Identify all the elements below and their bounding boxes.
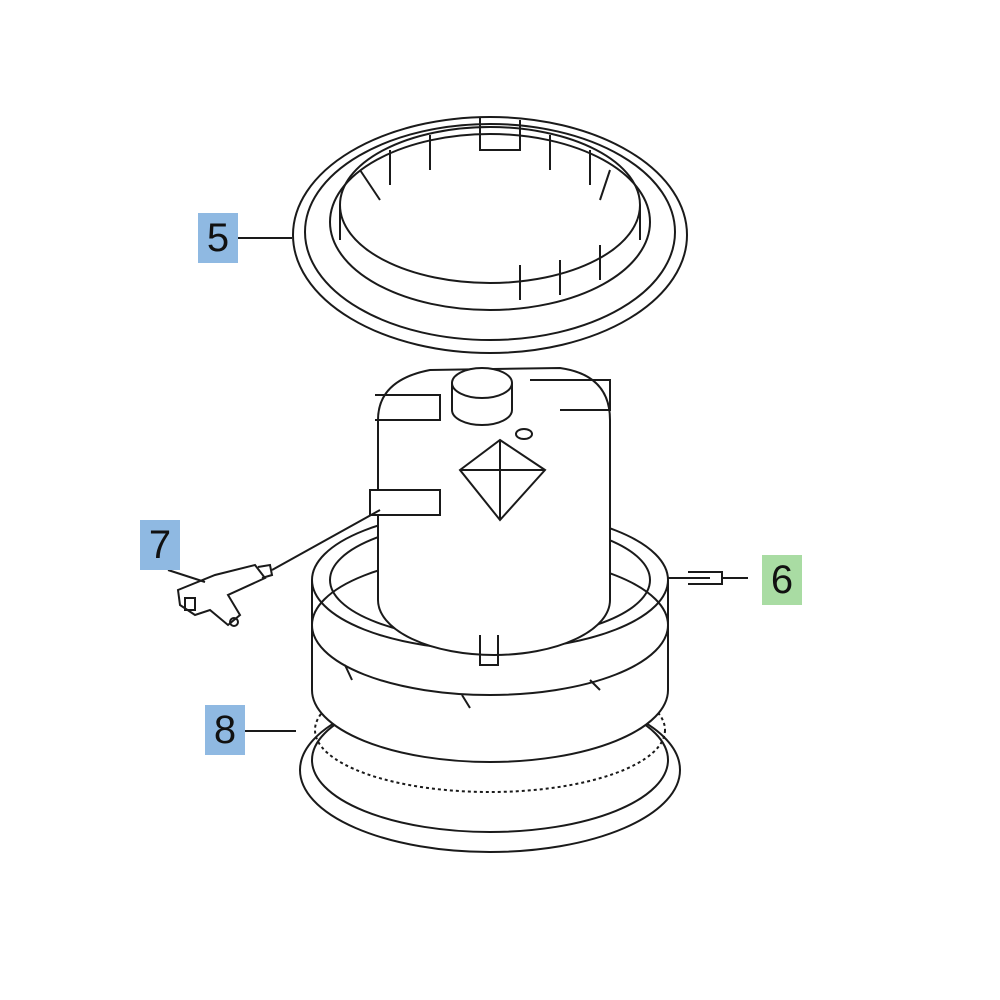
callout-7-label: 7 <box>148 522 172 567</box>
motor-part <box>311 366 669 763</box>
callout-8-label: 8 <box>213 707 237 752</box>
callout-6[interactable]: 6 <box>762 555 802 605</box>
top-ring-part <box>292 116 688 354</box>
callout-5-label: 5 <box>206 215 230 260</box>
callout-6-label: 6 <box>770 557 794 602</box>
callout-5[interactable]: 5 <box>198 213 238 263</box>
callout-7[interactable]: 7 <box>140 520 180 570</box>
leader-line-6 <box>668 571 748 585</box>
callout-8[interactable]: 8 <box>205 705 245 755</box>
sensor-connector-part <box>176 563 274 627</box>
connector-link-line <box>271 509 381 571</box>
leader-line-7 <box>167 569 206 583</box>
